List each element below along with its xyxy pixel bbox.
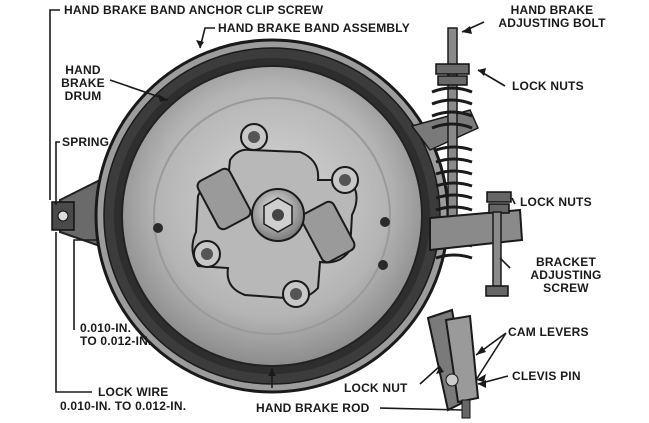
leader-band-assembly (199, 27, 215, 49)
label-drum-line1: HAND (65, 63, 101, 77)
label-bracket-line1: BRACKET (535, 255, 597, 269)
label-band-assembly: HAND BRAKE BAND ASSEMBLY (218, 21, 410, 35)
label-clearance-bottom: 0.010-IN. TO 0.012-IN. (60, 399, 187, 413)
label-clearance-left-line2: TO 0.012-IN. (80, 334, 152, 348)
lock-nuts-top (435, 63, 470, 86)
label-drum: HAND BRAKE DRUM (56, 64, 110, 103)
label-lock-nuts-top: LOCK NUTS (512, 79, 584, 93)
label-clearance-left-line1: 0.010-IN. (80, 321, 132, 335)
leader-drum (109, 79, 169, 101)
label-bracket-line3: SCREW (543, 281, 589, 295)
leader-lock-wire (55, 232, 92, 393)
label-adjusting-bolt-line1: HAND BRAKE (510, 3, 594, 17)
leader-lines (49, 9, 516, 411)
adjusting-assembly (410, 27, 524, 419)
leader-anchor-clip (49, 9, 60, 200)
label-spring: SPRING (62, 135, 110, 149)
label-drum-line2: BRAKE (61, 76, 105, 90)
leader-clearance-left (73, 239, 98, 330)
label-bracket-adjusting-screw: BRACKET ADJUSTING SCREW (518, 256, 614, 295)
label-lock-nut: LOCK NUT (344, 381, 408, 395)
leader-cam-levers (475, 332, 507, 381)
label-brake-rod: HAND BRAKE ROD (256, 401, 370, 415)
label-cam-levers: CAM LEVERS (508, 325, 589, 339)
label-clearance-left: 0.010-IN. TO 0.012-IN. (80, 322, 152, 348)
cam-levers (426, 308, 480, 419)
label-adjusting-bolt: HAND BRAKE ADJUSTING BOLT (486, 4, 618, 30)
companion-flange (191, 123, 359, 308)
label-clevis-pin: CLEVIS PIN (512, 369, 581, 383)
label-lock-wire: LOCK WIRE (98, 385, 169, 399)
leader-spring (55, 141, 60, 205)
leader-arrowheads (158, 26, 486, 388)
leader-lock-nuts-mid (511, 197, 516, 205)
drum-holes (153, 217, 390, 270)
leader-bracket-screw (499, 257, 511, 269)
label-lock-nuts-mid: LOCK NUTS (520, 195, 592, 209)
label-bracket-line2: ADJUSTING (530, 268, 602, 282)
leader-brake-rod (379, 407, 463, 411)
lock-nuts-mid (486, 191, 512, 214)
leader-lock-nut (419, 365, 441, 385)
label-anchor-clip-screw: HAND BRAKE BAND ANCHOR CLIP SCREW (64, 3, 324, 17)
label-adjusting-bolt-line2: ADJUSTING BOLT (498, 16, 606, 30)
label-drum-line3: DRUM (64, 89, 102, 103)
